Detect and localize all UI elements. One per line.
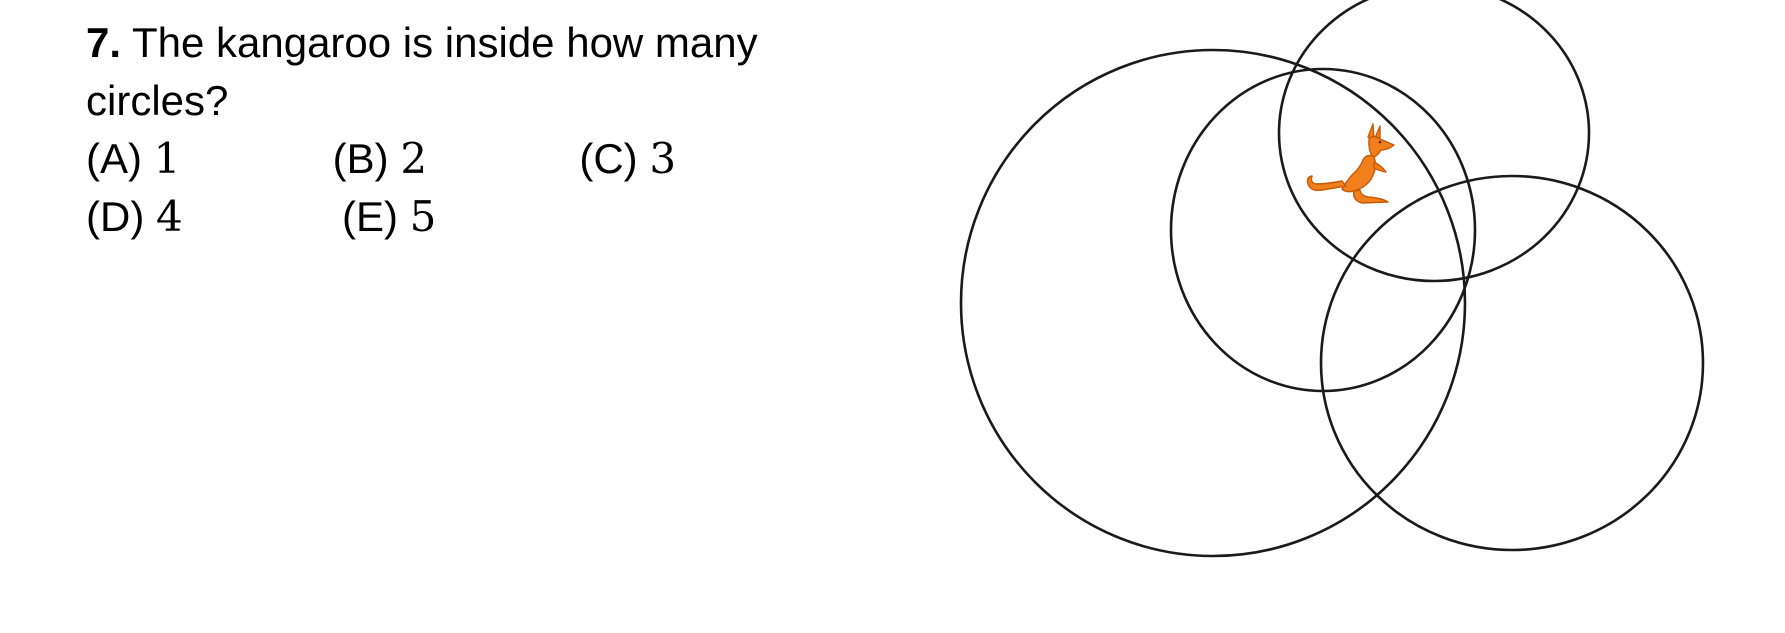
question-number: 7. bbox=[86, 19, 122, 66]
option-row-2: (D) 4 (E) 5 bbox=[86, 188, 826, 246]
option-e-label: (E) bbox=[342, 193, 398, 240]
option-a-label: (A) bbox=[86, 135, 142, 182]
option-a[interactable]: (A) 1 bbox=[86, 130, 333, 188]
circles-group bbox=[959, 0, 1705, 558]
option-d[interactable]: (D) 4 bbox=[86, 188, 342, 246]
option-b-value: 2 bbox=[400, 134, 428, 183]
question-text: The kangaroo is inside how many circles? bbox=[86, 19, 758, 124]
circle-bottom-right bbox=[1319, 174, 1705, 552]
option-e-value: 5 bbox=[409, 192, 437, 241]
option-d-value: 4 bbox=[155, 192, 183, 241]
option-b[interactable]: (B) 2 bbox=[333, 130, 580, 188]
circle-top-right bbox=[1277, 0, 1591, 283]
question-prompt: 7. The kangaroo is inside how many circl… bbox=[86, 14, 826, 130]
question-block: 7. The kangaroo is inside how many circl… bbox=[86, 14, 826, 246]
option-c[interactable]: (C) 3 bbox=[579, 130, 826, 188]
option-b-label: (B) bbox=[332, 135, 389, 182]
option-e[interactable]: (E) 5 bbox=[342, 188, 598, 246]
option-d-label: (D) bbox=[86, 193, 145, 240]
option-c-value: 3 bbox=[649, 134, 677, 183]
kangaroo-icon bbox=[1306, 123, 1395, 204]
option-row-1: (A) 1 (B) 2 (C) 3 bbox=[86, 130, 826, 188]
kangaroo-eye bbox=[1378, 140, 1382, 144]
option-a-value: 1 bbox=[153, 134, 181, 183]
circle-large-left bbox=[959, 48, 1467, 558]
option-c-label: (C) bbox=[579, 135, 638, 182]
answer-options: (A) 1 (B) 2 (C) 3 (D) 4 (E) 5 bbox=[86, 130, 826, 246]
circles-figure bbox=[959, 0, 1705, 558]
